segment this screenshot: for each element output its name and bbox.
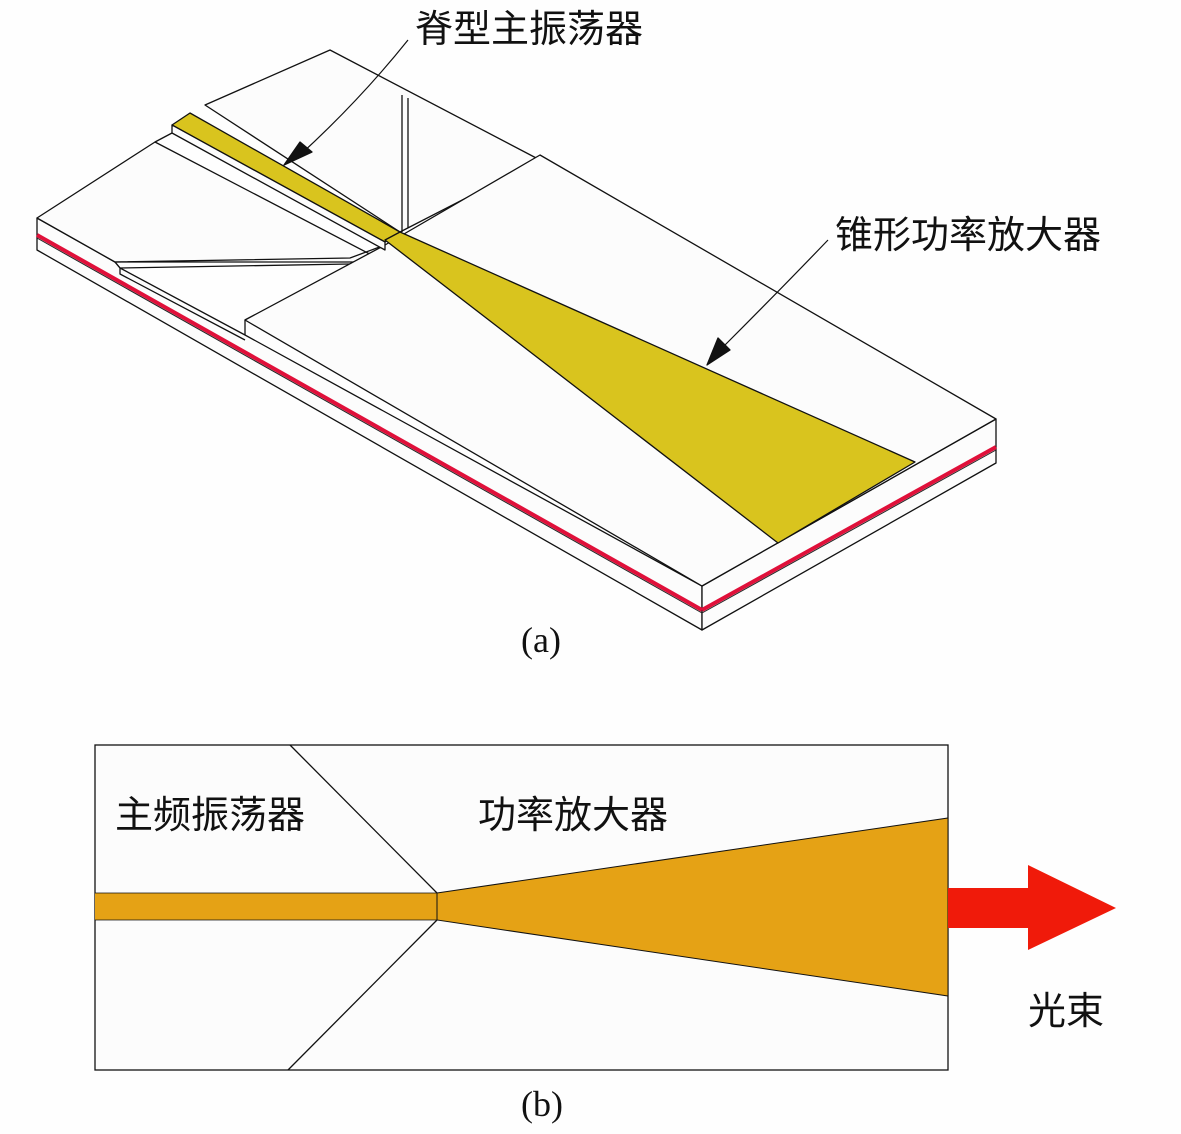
oscillator-stripe [95,893,437,920]
ridge-arrowhead [283,141,313,166]
ridge-oscillator-side [171,124,386,251]
amplifier-arrowhead [706,337,731,366]
notch-edge [114,244,386,263]
beam-arrow [948,865,1116,950]
caption-b: (b) [521,1084,563,1124]
figure-a-3d-chip [36,39,997,631]
tapered-amplifier-top [384,231,916,544]
label-power-amplifier: 功率放大器 [478,793,669,837]
active-layer-front [36,233,703,612]
label-ridge-oscillator: 脊型主振荡器 [415,7,644,51]
figure-b-top-view [94,744,1116,1071]
amplifier-leader-line [724,239,829,346]
amplifier-taper [436,817,949,997]
ridge-leader-line [299,39,409,156]
label-master-oscillator: 主频振荡器 [115,793,306,837]
caption-a: (a) [521,620,561,660]
active-layer-right [701,445,997,612]
label-tapered-amplifier: 锥形功率放大器 [835,213,1102,257]
label-beam: 光束 [1028,989,1105,1033]
